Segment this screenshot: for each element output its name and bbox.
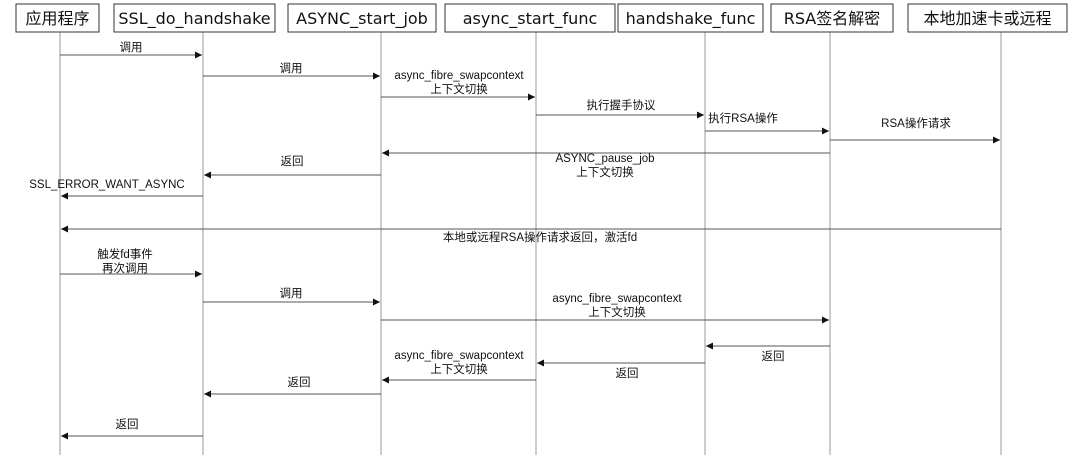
participant-box <box>770 3 894 33</box>
participant-label: 本地加速卡或远程 <box>923 9 1051 28</box>
message-label: 再次调用 <box>102 261 148 275</box>
participant-box <box>287 3 437 33</box>
participant-label: ASYNC_start_job <box>296 9 428 29</box>
message-label: 上下文切换 <box>430 362 488 376</box>
message-label: 调用 <box>120 41 143 54</box>
participant-label: SSL_do_handshake <box>118 9 270 29</box>
participant-label: RSA签名解密 <box>784 9 881 28</box>
participant-box <box>444 3 616 33</box>
message-label: 返回 <box>762 350 785 363</box>
participant-box <box>907 3 1068 33</box>
message-label: ASYNC_pause_job <box>555 153 654 165</box>
participant-box <box>113 3 276 33</box>
message-label: 调用 <box>280 287 303 300</box>
participant-label: 应用程序 <box>25 9 89 28</box>
message-label: RSA操作请求 <box>881 116 951 130</box>
message-label: async_fibre_swapcontext <box>394 70 524 82</box>
message-label: SSL_ERROR_WANT_ASYNC <box>29 179 185 191</box>
participant-box <box>617 3 764 33</box>
message-label: 执行握手协议 <box>587 98 656 112</box>
message-label: 返回 <box>281 155 304 168</box>
message-label: 返回 <box>616 367 639 380</box>
message-label: 返回 <box>288 376 311 389</box>
participant-label: async_start_func <box>463 9 598 29</box>
message-label: 上下文切换 <box>588 305 646 319</box>
message-label: 执行RSA操作 <box>708 111 778 125</box>
message-label: 上下文切换 <box>576 165 634 179</box>
message-label: 调用 <box>280 62 303 75</box>
participant-box <box>15 3 100 33</box>
message-label: 返回 <box>116 418 139 431</box>
participant-label: handshake_func <box>626 9 756 29</box>
message-label: async_fibre_swapcontext <box>394 350 524 362</box>
message-label: 上下文切换 <box>430 82 488 96</box>
message-label: async_fibre_swapcontext <box>552 293 682 305</box>
message-label: 本地或远程RSA操作请求返回，激活fd <box>443 230 637 244</box>
message-label: 触发fd事件 <box>97 247 153 261</box>
